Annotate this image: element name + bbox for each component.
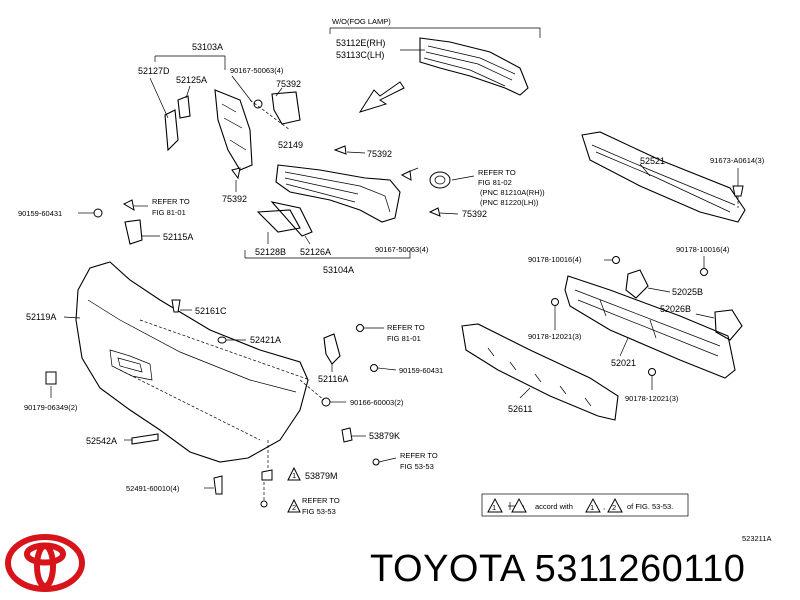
part-90178-a: 90178-10016(4) xyxy=(528,255,582,264)
cover-fasteners: 52161C 52421A 90179-06349(2) 52542A 5249… xyxy=(24,299,281,508)
fog-lamp-callout: W/O(FOG LAMP) 53112E(RH) 53113C(LH) xyxy=(329,17,541,96)
part-53112E: 53112E(RH) xyxy=(336,38,385,48)
svg-text:accord with: accord with xyxy=(535,502,573,511)
bumper-cover-52119A: 52119A xyxy=(26,261,311,463)
warning-triangle-icon xyxy=(585,497,601,513)
svg-text:1: 1 xyxy=(292,471,296,480)
svg-text:2: 2 xyxy=(612,503,616,512)
warning-triangle-icon xyxy=(487,497,503,513)
lower-grille xyxy=(275,164,401,223)
part-52491: 52491-60010(4) xyxy=(126,484,180,493)
part-52026B: 52026B xyxy=(660,304,691,314)
svg-text:2: 2 xyxy=(292,503,296,512)
absorber-52611: 52611 xyxy=(461,323,619,421)
part-91673: 91673-A0614(3) xyxy=(710,156,765,165)
reinforcement-52021: 90178-10016(4) 90178-10016(4) 52025B 520… xyxy=(528,245,743,403)
ref-81-01-a: REFER TO xyxy=(152,197,190,206)
part-75392-b: 75392 xyxy=(367,149,392,159)
svg-text:1: 1 xyxy=(590,503,594,512)
part-52149: 52149 xyxy=(278,140,303,150)
part-52611: 52611 xyxy=(508,404,532,414)
part-52128B: 52128B xyxy=(255,247,286,257)
ref-53-53-c: REFER TO xyxy=(400,451,438,460)
part-52521: 52521 xyxy=(640,156,665,166)
ref-81-02-b: FIG 81-02 xyxy=(478,178,512,187)
part-53879M: 53879M xyxy=(305,471,338,481)
svg-text:of FIG. 53-53.: of FIG. 53-53. xyxy=(627,502,673,511)
fog-cover-grille xyxy=(419,37,529,96)
ref-53-53-a: REFER TO xyxy=(302,496,340,505)
part-90159-b: 90159-60431 xyxy=(399,366,443,375)
part-90166: 90166-60003(2) xyxy=(350,398,404,407)
part-90167-b: 90167-50063(4) xyxy=(375,245,429,254)
part-90178-c: 90178-12021(3) xyxy=(528,332,582,341)
warning-triangle-icon xyxy=(607,497,623,513)
ref-81-01-c: REFER TO xyxy=(387,323,425,332)
brand-title: TOYOTA 5311260110 xyxy=(370,548,746,590)
part-90179: 90179-06349(2) xyxy=(24,403,78,412)
part-90178-d: 90178-12021(3) xyxy=(625,394,679,403)
svg-text:,: , xyxy=(603,502,605,511)
toyota-logo-icon xyxy=(5,534,85,592)
part-53879K: 53879K xyxy=(369,431,400,441)
diagram-code: 523211A xyxy=(742,534,771,543)
part-53104A: 53104A xyxy=(323,265,354,275)
part-75392-c: 75392 xyxy=(222,194,247,204)
warning-triangle-icon xyxy=(287,466,301,481)
bracket-52116A: REFER TO FIG 81-01 52116A 90159-60431 90… xyxy=(299,323,443,407)
part-52125A: 52125A xyxy=(176,75,207,85)
part-53113C: 53113C(LH) xyxy=(336,50,384,60)
bracket-52115A: 90159-60431 REFER TO FIG 81-01 52115A xyxy=(18,197,193,245)
ref-81-01-b: FIG 81-01 xyxy=(152,208,186,217)
part-52021: 52021 xyxy=(611,358,636,368)
part-52161C: 52161C xyxy=(195,306,227,316)
ref-81-02-d: (PNC 81220(LH)) xyxy=(480,198,539,207)
ref-81-02-c: (PNC 81210A(RH)) xyxy=(480,188,545,197)
ref-81-01-d: FIG 81-01 xyxy=(387,334,421,343)
bracket-group-53103A: 53103A 52127D 52125A 90167-50063(4) 7539… xyxy=(138,42,392,204)
part-75392-d: 75392 xyxy=(462,209,487,219)
part-52542A: 52542A xyxy=(86,436,117,446)
ref-81-02-a: REFER TO xyxy=(478,168,516,177)
part-52115A: 52115A xyxy=(163,232,193,242)
part-52116A: 52116A xyxy=(318,374,348,384)
part-53103A: 53103A xyxy=(192,42,223,52)
part-52421A: 52421A xyxy=(250,335,281,345)
triangle-note-box: 1 accord with 1 , 2 of FIG. 53-53. xyxy=(481,493,689,517)
part-75392-a: 75392 xyxy=(276,79,301,89)
warning-triangle-icon xyxy=(287,498,301,513)
grille-group-53104A: 52128B 52126A 53104A 90167-50063(4) 7539… xyxy=(244,164,545,275)
warning-triangle-icon xyxy=(511,497,527,513)
direction-arrow-icon xyxy=(358,81,405,113)
svg-text:1: 1 xyxy=(492,503,496,512)
part-52126A: 52126A xyxy=(300,247,331,257)
ref-53-53-d: FIG 53-53 xyxy=(400,462,434,471)
part-90178-b: 90178-10016(4) xyxy=(676,245,730,254)
retainers-53879: 1 53879M 2 REFER TO FIG 53-53 53879K REF… xyxy=(287,427,438,516)
part-52127D: 52127D xyxy=(138,66,170,76)
fog-note: W/O(FOG LAMP) xyxy=(332,17,391,26)
upper-retainer-52521: 52521 91673-A0614(3) xyxy=(581,131,765,223)
part-52025B: 52025B xyxy=(672,287,703,297)
ref-53-53-b: FIG 53-53 xyxy=(302,507,336,516)
part-52119A: 52119A xyxy=(26,312,56,322)
part-90159-a: 90159-60431 xyxy=(18,209,62,218)
bumper-cover xyxy=(75,261,309,463)
part-90167-a: 90167-50063(4) xyxy=(230,66,284,75)
